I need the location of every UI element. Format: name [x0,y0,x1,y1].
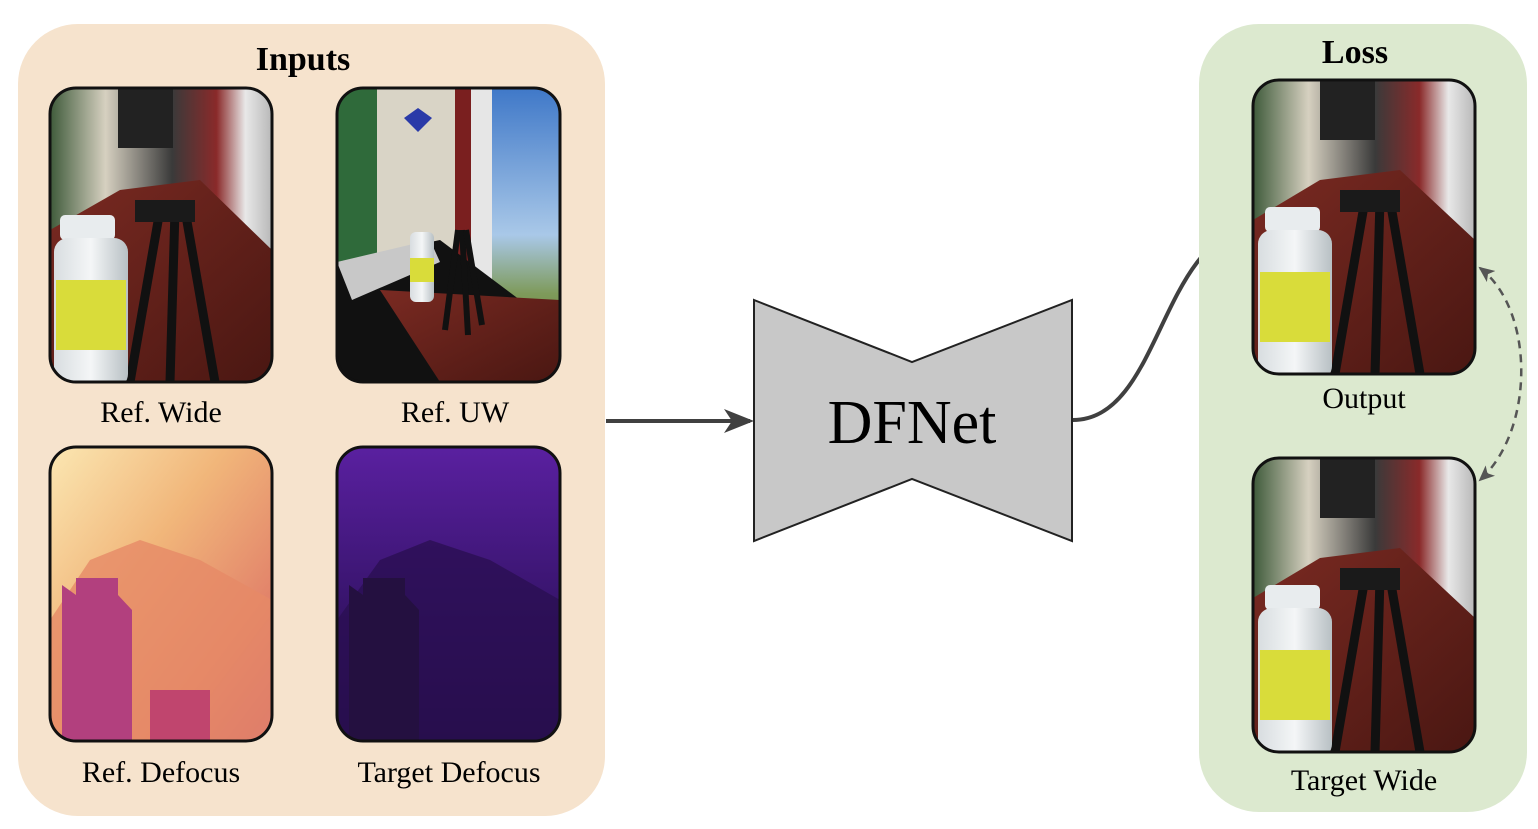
network-label: DFNet [828,389,997,457]
loss-comparison-arrow [1478,266,1523,482]
network-shape [753,298,1073,543]
ref-wide-image [50,88,272,382]
output-image [1253,80,1475,374]
loss-panel-title: Loss [1322,34,1388,71]
inputs-panel: Inputs Ref. Wide [18,24,605,816]
target-wide-image [1253,458,1475,752]
ref-uw-image [337,88,560,382]
inputs-panel-title: Inputs [256,41,351,78]
ref-uw-caption: Ref. UW [401,396,510,429]
output-caption: Output [1322,382,1406,415]
dfnet-network: DFNet [753,298,1073,543]
target-defocus-image [337,447,560,741]
loss-panel: Loss Output [1199,24,1527,812]
ref-defocus-image [50,447,272,741]
ref-wide-caption: Ref. Wide [100,396,222,429]
target-defocus-caption: Target Defocus [357,756,540,789]
ref-defocus-caption: Ref. Defocus [82,756,240,789]
target-wide-caption: Target Wide [1291,764,1437,797]
